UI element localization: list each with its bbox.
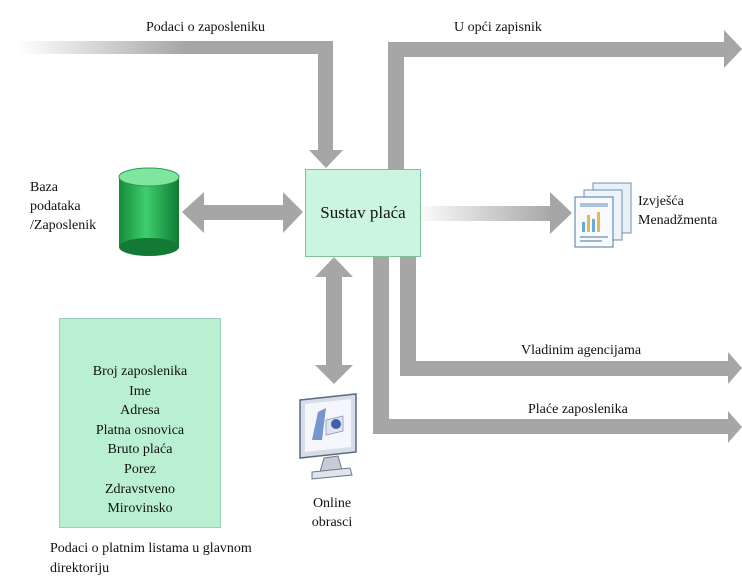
online-forms-label: Online obrasci xyxy=(311,496,353,530)
employee-fields-box: Broj zaposlenika Ime Adresa Platna osnov… xyxy=(59,318,221,528)
general-ledger-label: U opći zapisnik xyxy=(454,20,542,35)
field-gross-pay: Bruto plaća xyxy=(107,442,173,458)
general-ledger-arrow xyxy=(388,30,742,169)
database-link-arrow xyxy=(182,192,303,233)
field-health: Zdravstveno xyxy=(105,481,175,497)
reports-label: Izvješća Menadžmenta xyxy=(638,194,718,228)
employee-wages-label: Plaće zaposlenika xyxy=(528,402,628,417)
document-stack-icon xyxy=(574,182,632,248)
payroll-system-label: Sustav plaća xyxy=(320,203,406,222)
employee-wages-arrow xyxy=(373,257,742,443)
field-employee-number: Broj zaposlenika xyxy=(92,364,188,379)
employee-data-arrow xyxy=(18,41,343,168)
employee-fields-caption: Podaci o platnim listama u glavnom direk… xyxy=(50,541,252,576)
field-name: Ime xyxy=(129,383,151,399)
reports-arrow xyxy=(421,192,572,234)
field-pension: Mirovinsko xyxy=(107,501,173,517)
government-agencies-arrow xyxy=(400,257,742,384)
field-pay-base: Platna osnovica xyxy=(95,422,185,438)
payroll-system-process: Sustav plaća xyxy=(305,169,421,257)
government-agencies-label: Vladinim agencijama xyxy=(521,343,642,358)
online-forms-link-arrow xyxy=(315,257,353,384)
computer-monitor-icon xyxy=(299,393,357,480)
database-cylinder-icon xyxy=(118,167,180,256)
field-address: Adresa xyxy=(120,403,160,419)
field-tax: Porez xyxy=(124,461,156,477)
database-label: Baza podataka /Zaposlenik xyxy=(30,180,97,233)
employee-data-label: Podaci o zaposleniku xyxy=(146,20,265,35)
